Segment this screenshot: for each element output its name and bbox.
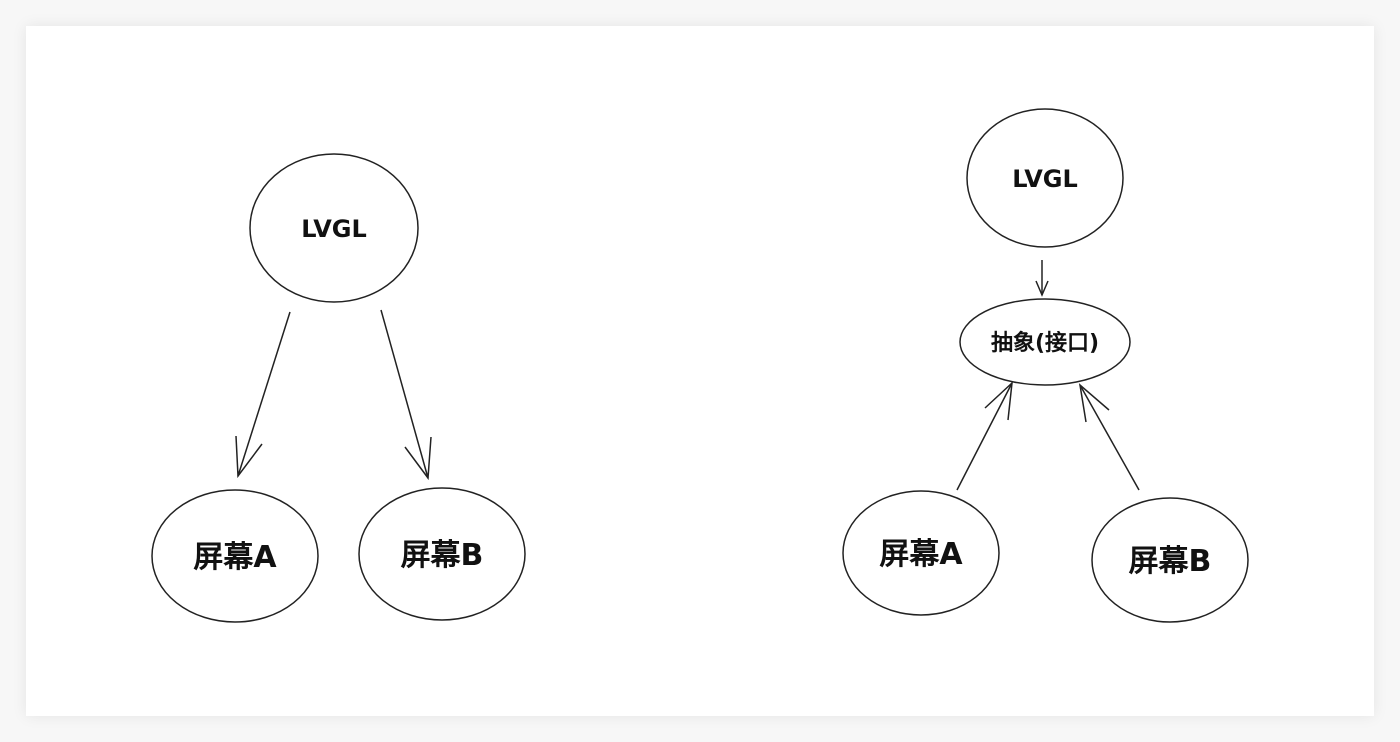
arrow-screen-a-to-interface <box>956 381 1013 491</box>
left-screen-a-label: 屏幕A <box>193 540 277 575</box>
left-arrow-to-screen-a <box>235 311 291 479</box>
right-diagram: LVGL 抽象(接口) 屏幕A 屏幕B <box>842 108 1249 623</box>
right-lvgl-node <box>966 108 1124 248</box>
left-diagram: LVGL 屏幕A 屏幕B <box>151 153 526 623</box>
left-lvgl-node <box>249 153 419 303</box>
interface-label: 抽象(接口) <box>991 330 1099 356</box>
right-screen-a-label: 屏幕A <box>879 537 963 572</box>
right-screen-b-node <box>1091 497 1249 623</box>
right-lvgl-label: LVGL <box>1012 165 1078 193</box>
right-screen-b-label: 屏幕B <box>1129 544 1212 579</box>
right-screen-a-node <box>842 490 1000 616</box>
left-screen-b-label: 屏幕B <box>401 538 484 573</box>
left-lvgl-label: LVGL <box>301 215 367 243</box>
arrow-lvgl-to-interface <box>1035 260 1049 297</box>
left-screen-a-node <box>151 489 319 623</box>
left-screen-b-node <box>358 487 526 621</box>
interface-node <box>959 298 1131 386</box>
arrow-screen-b-to-interface <box>1078 383 1140 491</box>
left-arrow-to-screen-b <box>380 309 432 481</box>
